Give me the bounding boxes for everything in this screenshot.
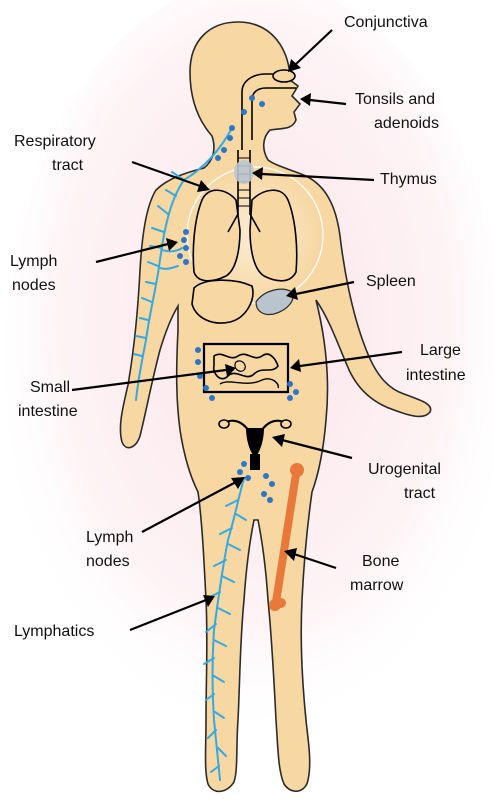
label-bone-marrow-line1: Bone <box>362 553 399 570</box>
label-large-intestine-line1: Large <box>420 342 461 359</box>
label-spleen: Spleen <box>366 273 416 290</box>
label-lymph-nodes-lower-line1: Lymph <box>86 529 133 546</box>
label-large-intestine-line2: intestine <box>406 367 466 384</box>
conjunctiva-eye <box>273 70 295 82</box>
label-small-intestine-line1: Small <box>30 379 70 396</box>
label-lymph-nodes-upper-line1: Lymph <box>10 253 57 270</box>
label-conjunctiva: Conjunctiva <box>344 14 428 31</box>
label-lymphatics: Lymphatics <box>14 623 94 640</box>
label-urogenital-line1: Urogenital <box>368 461 441 478</box>
label-lymph-nodes-lower-line2: nodes <box>86 553 130 570</box>
label-tonsils-line1: Tonsils and <box>355 91 435 108</box>
label-tonsils-line2: adenoids <box>374 115 439 132</box>
label-thymus: Thymus <box>380 171 437 188</box>
label-respiratory-line2: tract <box>52 157 84 174</box>
thymus-organ <box>234 160 254 184</box>
label-urogenital-line2: tract <box>404 485 436 502</box>
label-respiratory-line1: Respiratory <box>14 133 96 150</box>
label-lymph-nodes-upper-line2: nodes <box>12 277 56 294</box>
label-small-intestine-line2: intestine <box>18 403 78 420</box>
label-bone-marrow-line2: marrow <box>350 577 404 594</box>
